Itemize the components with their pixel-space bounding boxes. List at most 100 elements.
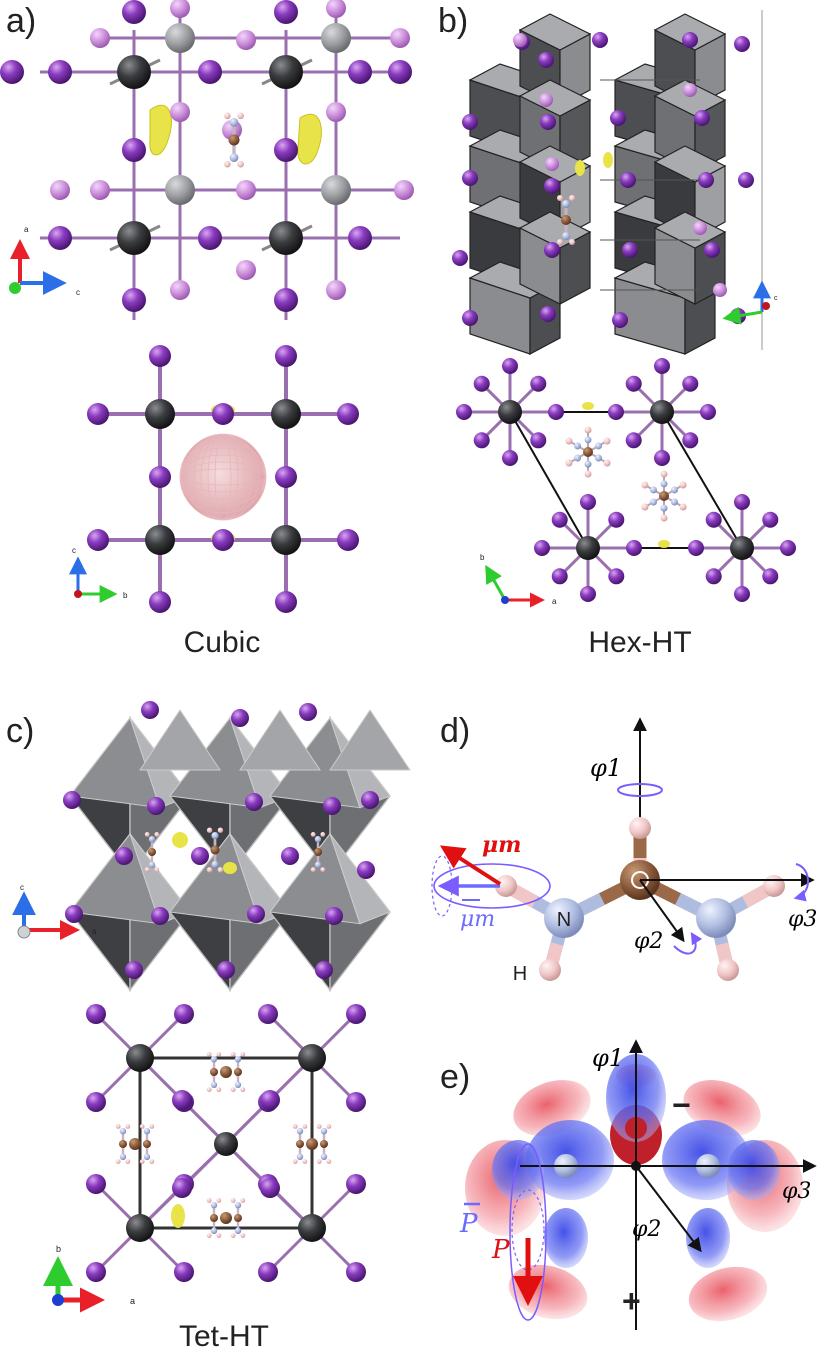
iodine-atom [502,450,518,466]
nitrogen-atom [143,1128,151,1135]
iodine-atom [325,907,343,925]
iodine-atom [592,32,608,48]
density-lobes [465,1054,803,1322]
nitrogen-atom [314,861,322,868]
nitrogen-atom [148,836,156,843]
carbon-atom [143,1140,151,1148]
lead-atom [126,1214,154,1242]
iodine-atom [705,511,722,528]
nitrogen-atom [229,118,239,127]
nitrogen-atom [594,454,602,462]
lead-atom [650,400,674,424]
carbon-atom [228,134,240,146]
iodine-atom [608,511,625,528]
lead-atom [730,536,754,560]
nitrogen-atom [210,1081,218,1089]
iodine-atom [217,961,235,979]
carbon-atom [129,1138,141,1150]
hydrogen-atom [125,1124,131,1129]
iodine-atom [545,157,559,171]
electron-density-isosurface [603,152,613,168]
hydrogen-atom [316,1159,322,1164]
electron-density-isosurface [172,832,188,848]
iodine-atom [361,791,379,809]
panel-c-bottom-structure [86,1004,366,1282]
panel-c-tag: c) [6,712,34,750]
iodine-atom [258,1262,278,1282]
panel-a-caption: Cubic [184,626,261,659]
panel-a-top-structure [0,0,414,320]
hydrogen-atom [302,1124,308,1129]
panel-c-bottom-axes: b a [43,1244,135,1313]
iodine-atom [260,1178,280,1198]
octahedron-face [518,79,592,117]
iodine-atom [625,375,642,392]
iodine-atom [348,60,372,84]
iodine-atom [540,114,556,130]
iodine-atom [780,540,796,556]
lead-atom [145,525,175,555]
iodine-atom [172,1090,192,1110]
iodine-atom [275,591,297,613]
iodine-atom [626,540,642,556]
panel-e-tag: e) [440,1058,470,1096]
iodine-atom [534,540,550,556]
nitrogen-atom [584,460,592,468]
carbon-atom [210,1214,218,1222]
lead-atom [271,399,301,429]
iodine-atom [86,1092,106,1112]
sphere-mesh-line [179,434,267,520]
lead-atom [165,23,195,53]
iodine-atom [149,591,171,613]
phi2-axis [635,1165,702,1253]
hydrogen-atom [240,1233,246,1238]
iodine-atom [170,0,190,18]
carbon-atom [210,845,220,855]
nitrogen-atom [210,1202,218,1209]
iodine-atom [149,466,171,488]
iodine-atom [705,568,722,585]
iodine-atom [539,93,553,107]
electron-density-isosurface [575,160,585,176]
iodine-atom [700,404,716,420]
hydrogen-atom [679,503,687,511]
iodine-atom [734,586,750,602]
iodine-atom [65,905,83,923]
panel-b-tag: b) [438,2,468,40]
iodine-atom [540,306,556,322]
hydrogen-atom [569,195,575,201]
iodine-atom [141,701,159,719]
iodine-atom [87,403,109,425]
carbon-atom [148,848,156,856]
iodine-atom [348,226,372,250]
lead-atom [576,536,600,560]
nitrogen-atom [594,442,602,450]
hydrogen-atom [230,1052,236,1057]
iodine-atom [122,288,146,312]
panel-b-caption: Hex-HT [588,626,691,659]
panel-a: a) a c c b Cubic [0,0,414,659]
axis-label-a: a [130,1296,135,1306]
positive-density-lobe [688,1266,768,1322]
electron-density-isosurface [149,104,172,156]
nitrogen-atom [210,1056,218,1063]
hydrogen-atom [326,1159,332,1164]
iodine-atom [473,375,490,392]
iodine-atom [713,283,727,297]
iodine-atom [551,511,568,528]
iodine-atom [63,791,81,809]
iodine-atom [170,280,190,300]
hydrogen-atom [292,1159,298,1164]
dipole-precession-cone [433,863,551,909]
hydrogen-atom [206,1052,212,1057]
lead-atom [145,399,175,429]
hydrogen-atom [717,959,739,981]
hydrogen-atom [310,867,316,872]
axis-label-a: a [92,927,97,936]
hydrogen-atom [149,1159,155,1164]
hydrogen-atom [206,1198,212,1203]
hydrogen-atom [125,1159,131,1164]
carbon-atom [659,491,669,501]
positive-sign: + [622,1283,641,1319]
panel-d: d) φ1 N H φ3 [431,712,817,985]
